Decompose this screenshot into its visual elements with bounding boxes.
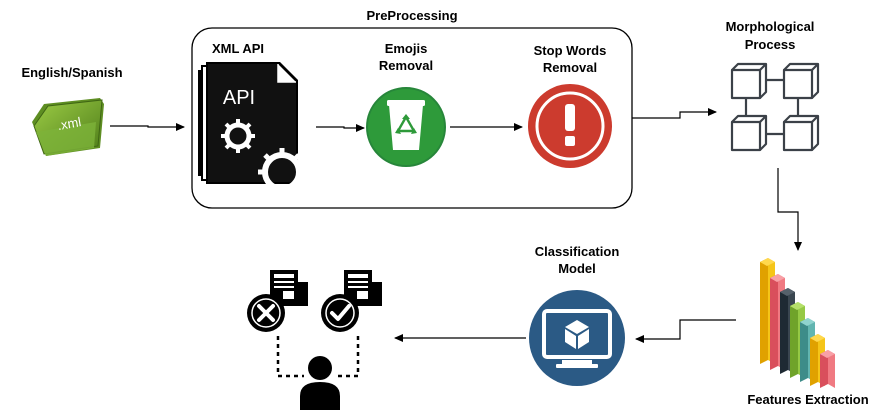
arrow-api-to-emojis [316,124,365,132]
document-rejected-icon [247,270,308,332]
api-text: API [223,87,255,109]
morphological-label-line2: Process [745,37,796,52]
arrow-features-to-classification [635,319,736,343]
xml-folder-icon: .xml [32,98,104,156]
emojis-removal-label-line1: Emojis [385,41,428,56]
bar-chart-icon [760,258,835,388]
stop-words-label-line2: Removal [543,60,597,75]
recycle-bin-icon [366,87,446,167]
emojis-removal-label-line2: Removal [379,58,433,73]
output-documents-icon [247,270,382,410]
exclamation-icon [528,84,612,168]
xml-api-label: XML API [212,41,264,56]
xml-file-text: .xml [56,114,82,133]
user-icon [300,356,340,410]
document-accepted-icon [321,270,382,332]
arrow-preproc-to-morph [632,108,717,119]
stop-words-label-line1: Stop Words [534,43,607,58]
api-document-icon: API [198,62,302,192]
preprocessing-label: PreProcessing [366,8,457,23]
morphological-label-line1: Morphological [726,19,815,34]
arrow-morph-to-features [777,168,802,251]
english-spanish-label: English/Spanish [21,65,122,80]
classification-label-line1: Classification [535,244,620,259]
monitor-model-icon [529,290,625,386]
cubes-network-icon [730,62,820,152]
classification-label-line2: Model [558,261,596,276]
arrow-input-to-api [110,123,185,131]
features-extraction-label: Features Extraction [747,392,868,407]
